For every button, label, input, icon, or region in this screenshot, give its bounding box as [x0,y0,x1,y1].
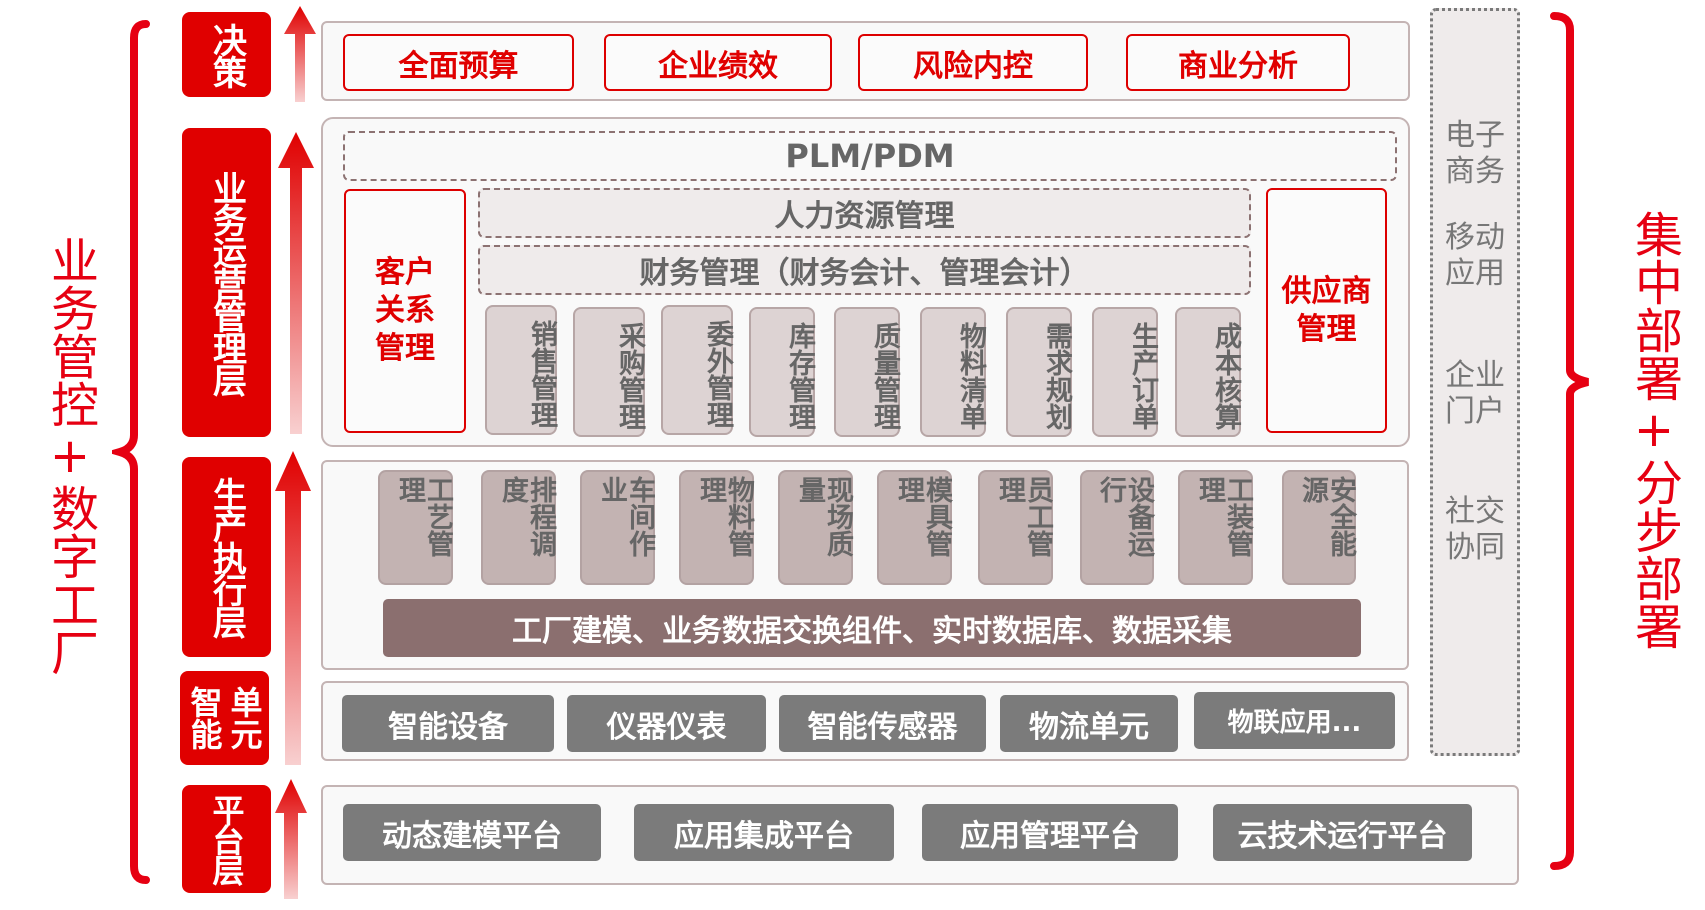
supplier-label: 供应商管理 [1281,273,1372,347]
crm-box[interactable]: 客户关系管理 [344,189,466,433]
plm-pdm-box[interactable]: PLM/PDM [343,131,1397,181]
right-brace-icon [1550,12,1589,870]
production-module-card[interactable]: 车间作业 [580,470,655,585]
decision-item[interactable]: 商业分析 [1126,34,1350,91]
production-module-card[interactable]: 工装管理 [1178,470,1253,585]
arrow-up-icon [275,779,307,899]
platform-item[interactable]: 云技术运行平台 [1213,804,1472,861]
arrow-up-icon [284,6,316,102]
business-module-card[interactable]: 需求规划 [1006,307,1072,437]
layer-label-smart-unit: 智能 单元 [180,671,269,765]
smart-unit-item[interactable]: 仪器仪表 [567,695,766,752]
decision-item[interactable]: 企业绩效 [604,34,832,91]
business-module-card[interactable]: 委外管理 [661,305,733,435]
business-modules: 销售管理 采购管理 委外管理 库存管理 质量管理 物料清单 需求规划 生产订单 … [485,305,1245,437]
layer-label-decision: 决策 [182,12,271,97]
decision-item[interactable]: 风险内控 [858,34,1088,91]
finance-management-box[interactable]: 财务管理（财务会计、管理会计） [478,245,1251,295]
decision-item[interactable]: 全面预算 [343,34,574,91]
business-module-card[interactable]: 销售管理 [485,305,557,435]
production-module-card[interactable]: 现场质量 [778,470,853,585]
production-module-card[interactable]: 工艺管理 [378,470,453,585]
production-module-card[interactable]: 排程调度 [481,470,556,585]
side-channel-item[interactable]: 企业门户 [1445,358,1505,429]
platform-item[interactable]: 动态建模平台 [343,804,601,861]
crm-label: 客户关系管理 [375,255,435,366]
smart-unit-item[interactable]: 智能传感器 [779,695,986,752]
production-foundation-bar[interactable]: 工厂建模、业务数据交换组件、实时数据库、数据采集 [383,599,1361,657]
business-module-card[interactable]: 采购管理 [573,307,645,437]
layer-label-platform: 平台层 [182,785,271,893]
smart-unit-label-col1: 智能 [185,686,224,750]
left-brace-icon [112,20,150,884]
platform-item[interactable]: 应用管理平台 [922,804,1178,861]
arrow-up-icon [275,451,311,765]
production-modules: 工艺管理 排程调度 车间作业 物料管理 现场质量 模具管理 员工管理 设备运行 … [378,470,1358,586]
side-channel-panel [1430,8,1520,756]
production-module-card[interactable]: 设备运行 [1080,470,1154,585]
smart-unit-item[interactable]: 物流单元 [1000,695,1178,752]
side-channel-item[interactable]: 社交协同 [1445,494,1505,565]
smart-unit-item[interactable]: 智能设备 [342,695,554,752]
layer-label-business: 业务运营管理层 [182,128,271,437]
layer-label-production: 生产执行层 [182,457,271,657]
hr-management-box[interactable]: 人力资源管理 [478,188,1251,238]
production-module-card[interactable]: 安全能源 [1282,470,1356,585]
arrow-up-icon [278,132,314,434]
supplier-box[interactable]: 供应商管理 [1266,188,1387,433]
business-module-card[interactable]: 成本核算 [1175,307,1241,437]
business-module-card[interactable]: 生产订单 [1092,307,1158,437]
smart-unit-label-col2: 单元 [225,686,264,750]
production-module-card[interactable]: 员工管理 [978,470,1053,585]
production-module-card[interactable]: 物料管理 [679,470,754,585]
platform-item[interactable]: 应用集成平台 [634,804,894,861]
production-module-card[interactable]: 模具管理 [877,470,952,585]
side-channel-item[interactable]: 电子商务 [1445,118,1505,189]
right-side-title: 集中部署+分步部署 [1626,210,1682,650]
business-module-card[interactable]: 物料清单 [920,307,986,437]
left-side-title: 业务管控+数字工厂 [42,236,98,676]
business-module-card[interactable]: 库存管理 [749,307,815,437]
smart-unit-item[interactable]: 物联应用... [1194,692,1395,749]
side-channel-item[interactable]: 移动应用 [1445,220,1505,291]
business-module-card[interactable]: 质量管理 [834,307,900,437]
